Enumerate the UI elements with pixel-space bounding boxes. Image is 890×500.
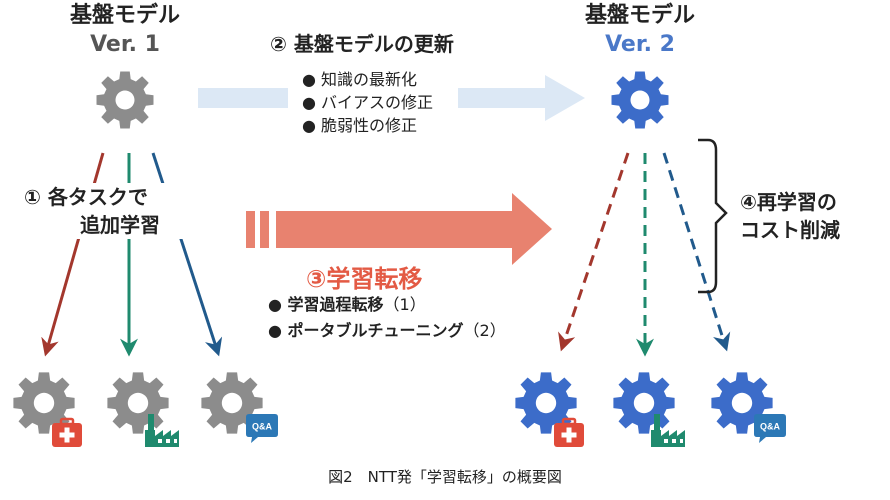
base-model-v1-version: Ver. 1 [90,32,160,57]
factory-icon [651,414,685,447]
transfer-arrow [246,193,552,265]
gear-icon [611,71,669,129]
transfer-arrow-qa [662,152,731,352]
base-model-v1-title: 基盤モデル [69,3,180,28]
gear-icon [107,372,169,434]
figure-caption: 図2 NTT発「学習転移」の概要図 [328,468,562,486]
qa-chat-icon: Q&A [754,414,786,443]
step4-line2: コスト削減 [740,218,840,242]
qa-chat-icon: Q&A [246,414,278,443]
step1-line1: ① 各タスクで [24,185,148,209]
transfer-item-note: （2） [463,321,506,340]
step1-label: ① 各タスクで 追加学習 [20,183,218,239]
gear-icon [96,71,154,129]
medical-kit-icon [554,417,584,447]
cost-bracket [698,138,728,294]
gear-icon [613,372,675,434]
transfer-item-note: （1） [383,295,426,314]
step1-line2: 追加学習 [80,213,160,237]
qa-badge-text: Q&A [760,422,781,432]
update-list: ● 知識の最新化 ● バイアスの修正 ● 脆弱性の修正 [288,65,458,145]
qa-badge-text: Q&A [252,422,273,432]
factory-icon [145,414,179,447]
update-label: ② 基盤モデルの更新 [270,32,454,56]
transfer-item: ● ポータブルチューニング（2） [268,318,506,344]
transfer-list: ● 学習過程転移（1） ● ポータブルチューニング（2） [268,292,506,344]
base-model-v2-version: Ver. 2 [605,32,675,57]
base-model-v2-title: 基盤モデル [584,3,695,28]
step4-label: ④再学習の コスト削減 [740,188,880,244]
transfer-item: ● 学習過程転移（1） [268,292,506,318]
update-item: ● 知識の最新化 [302,70,418,89]
update-item: ● バイアスの修正 [302,93,434,112]
transfer-item-text: ● ポータブルチューニング [268,321,464,340]
transfer-arrow-medical [558,152,630,352]
step4-line1: ④再学習の [740,190,837,214]
transfer-label: ③学習転移 [306,265,423,293]
transfer-item-text: ● 学習過程転移 [268,295,384,314]
medical-kit-icon [52,417,82,447]
update-item: ● 脆弱性の修正 [302,116,418,135]
